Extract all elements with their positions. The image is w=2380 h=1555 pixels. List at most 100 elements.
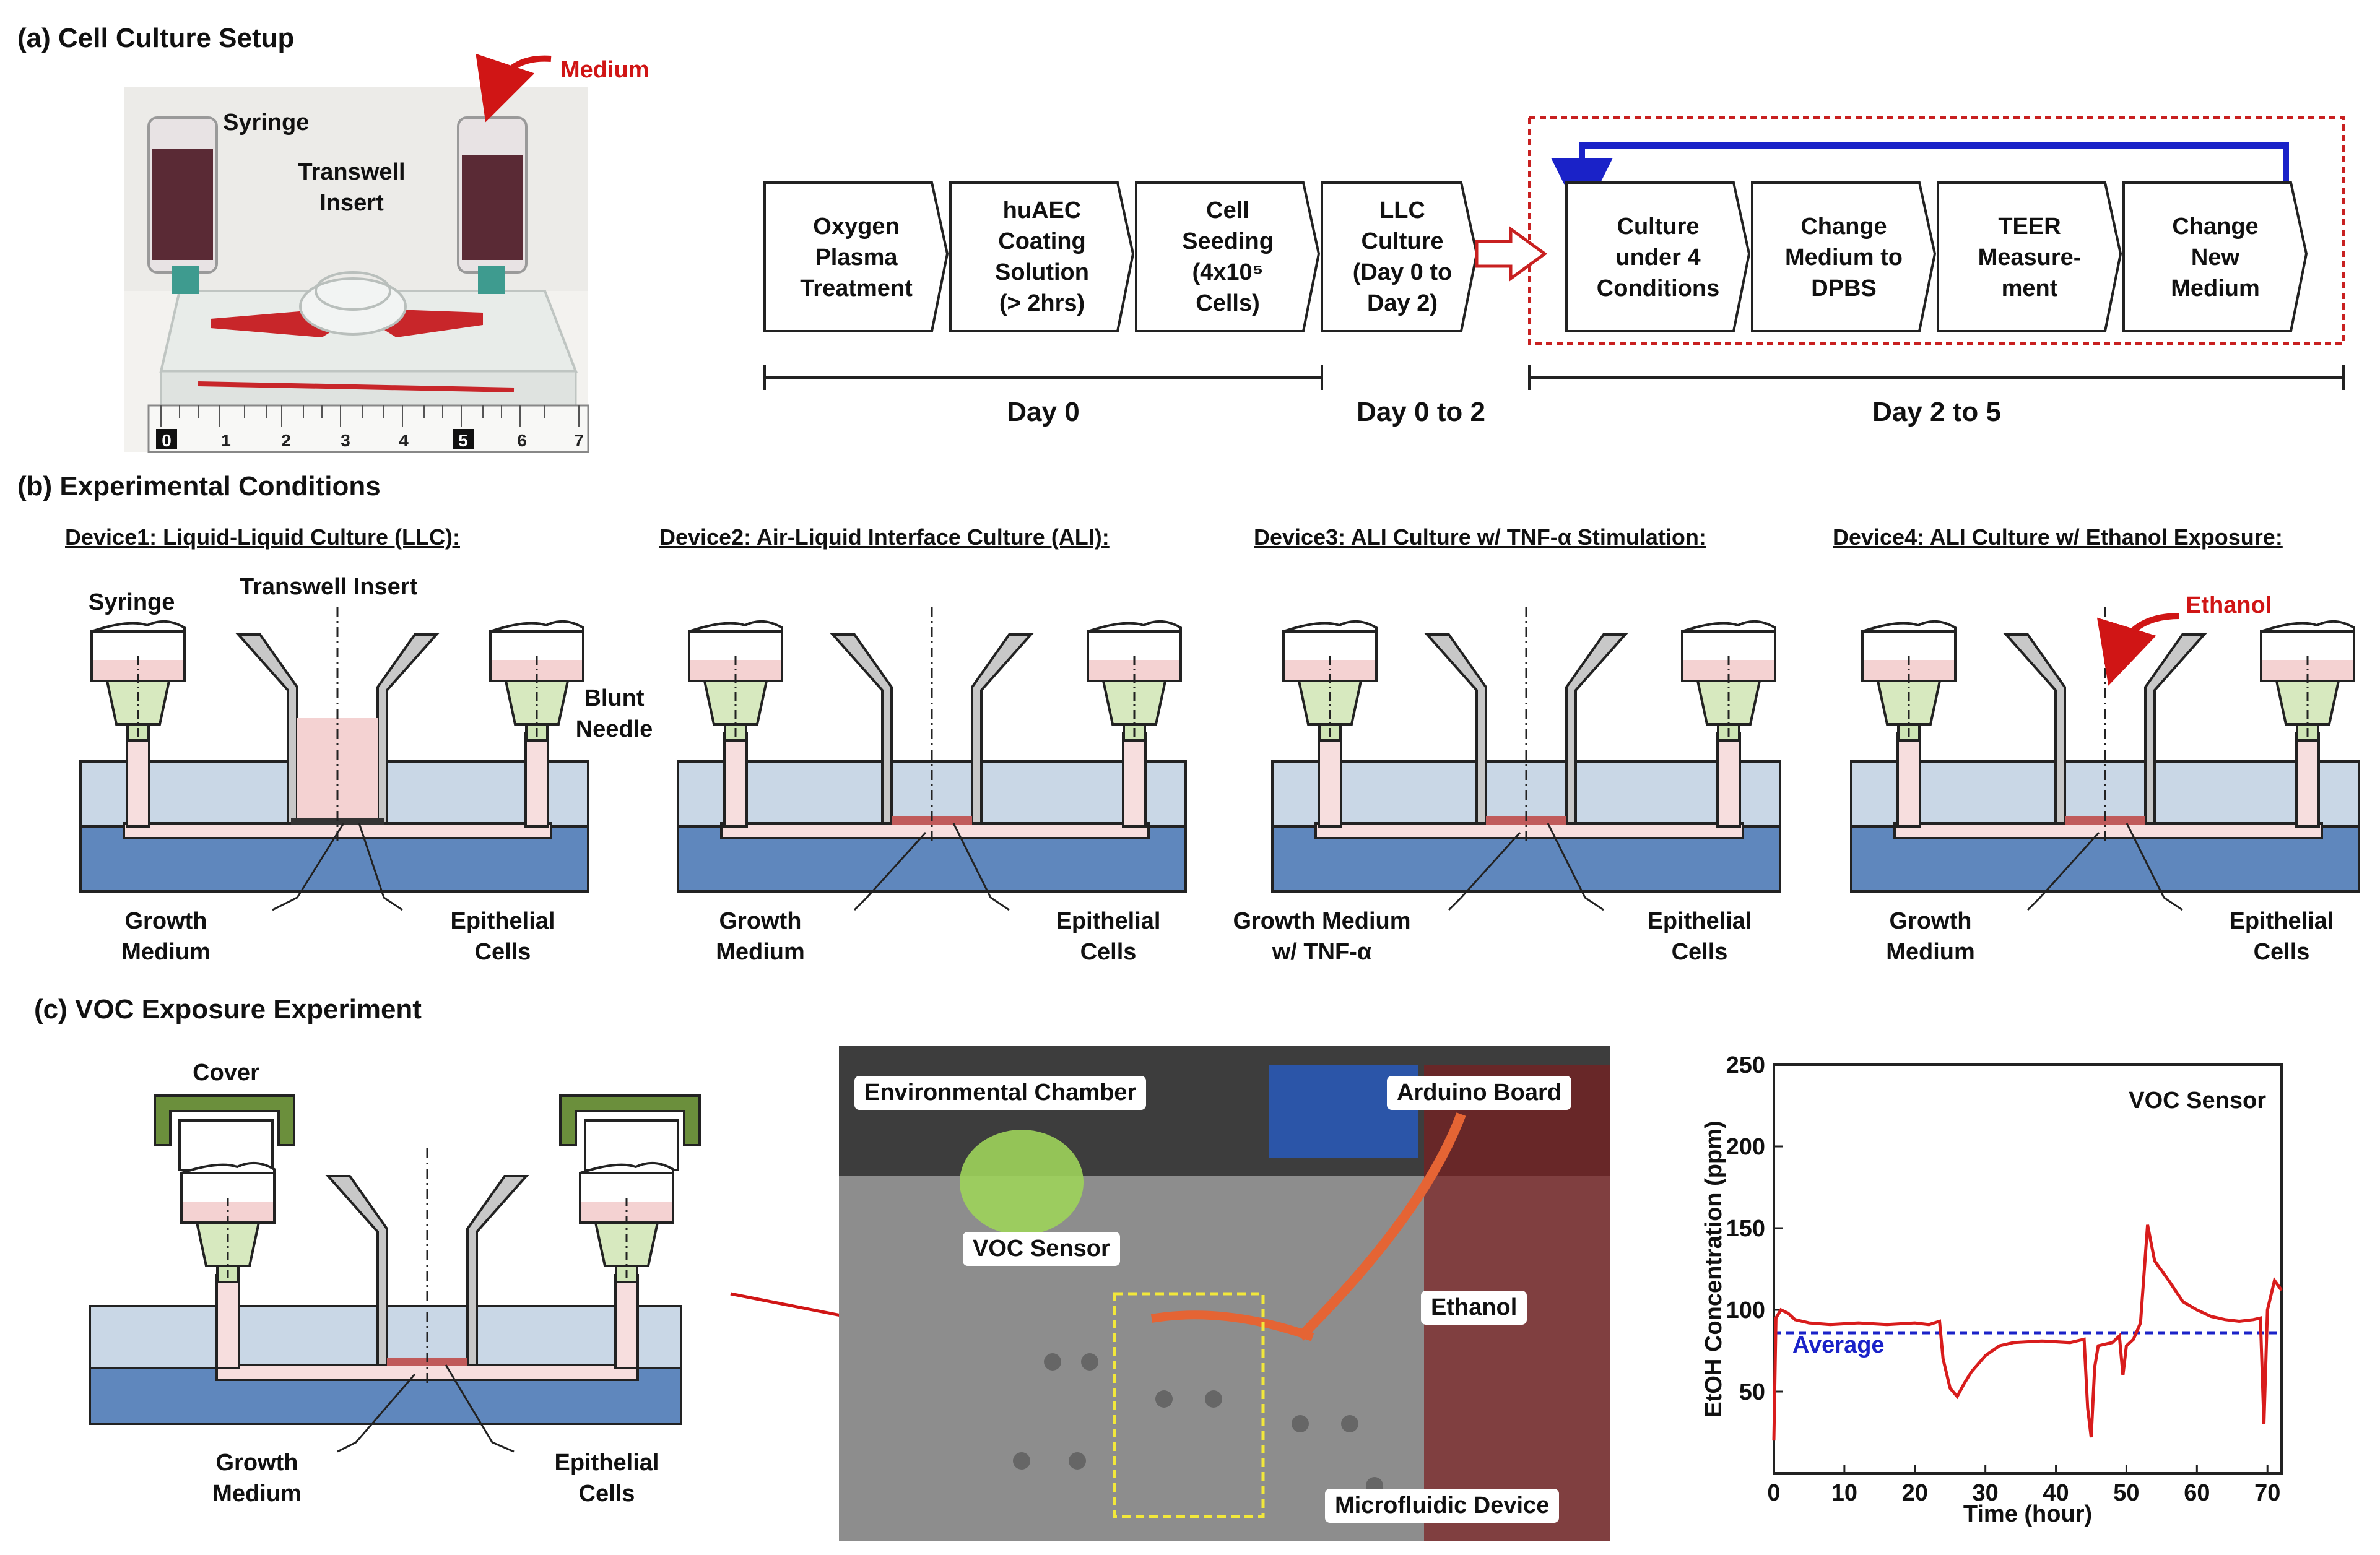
panel-b-title: (b) Experimental Conditions: [17, 471, 381, 501]
device-2-left-label-2: Medium: [716, 939, 805, 965]
step-2-line-2: Coating: [998, 228, 1085, 254]
protocol-flow: Oxygen Plasma Treatment huAEC Coating So…: [763, 116, 2345, 427]
device-2-left-label-1: Growth: [719, 908, 802, 934]
label-needle: Needle: [576, 716, 653, 742]
timeline-day0-2: Day 0 to 2: [1357, 397, 1485, 427]
device-4-left-label-1: Growth: [1890, 908, 1972, 934]
step-2-line-4: (> 2hrs): [999, 290, 1085, 316]
x-tick-label-3: 30: [1973, 1480, 1999, 1506]
chart-xlabel: Time (hour): [1963, 1501, 2092, 1527]
step-3-line-3: (4x10⁵: [1192, 259, 1263, 285]
flow-step-4: [1321, 181, 1479, 332]
step-7-line-1: TEER: [1998, 214, 2061, 240]
voc-right-label-2: Cells: [579, 1481, 635, 1507]
step-4-line-1: LLC: [1379, 197, 1425, 223]
step-8-line-2: New: [2191, 245, 2240, 271]
step-6-line-3: DPBS: [1811, 275, 1877, 301]
timeline-day0: Day 0: [1007, 397, 1079, 427]
device-3-heading: Device3: ALI Culture w/ TNF-α Stimulatio…: [1254, 524, 1706, 550]
label-cover: Cover: [193, 1060, 259, 1086]
step-6-line-2: Medium to: [1785, 245, 1903, 271]
step-3-line-4: Cells): [1196, 290, 1259, 316]
flow-step-3: [1135, 181, 1321, 332]
photo-label-syringe: Syringe: [223, 110, 309, 136]
photo-label-chamber: Environmental Chamber: [854, 1076, 1147, 1110]
device-2-heading: Device2: Air-Liquid Interface Culture (A…: [659, 524, 1110, 550]
device-1-left-label-2: Medium: [121, 939, 211, 965]
ruler-tick-0: 0: [162, 431, 172, 450]
device-3-diagram: [1271, 607, 1781, 911]
chart-annotation: VOC Sensor: [2129, 1088, 2266, 1114]
step-5-line-1: Culture: [1617, 214, 1700, 240]
transition-arrow-icon: [1475, 226, 1548, 282]
device-3-right-label-2: Cells: [1672, 939, 1728, 965]
device-2-right-label-1: Epithelial: [1056, 908, 1161, 934]
steps-bracket: [1528, 116, 2345, 345]
average-label: Average: [1792, 1332, 1885, 1358]
label-transwell-b: Transwell Insert: [240, 574, 418, 600]
device-4-right-label-1: Epithelial: [2230, 908, 2334, 934]
step-7-line-3: ment: [2002, 275, 2058, 301]
photo-label-insert: Insert: [319, 190, 384, 216]
y-tick-label-4: 250: [1726, 1052, 1765, 1078]
x-tick-label-6: 60: [2184, 1480, 2210, 1506]
flow-step-5: [1565, 181, 1751, 332]
device-4-right-label-2: Cells: [2254, 939, 2310, 965]
ruler-tick-2: 2: [281, 431, 291, 450]
x-tick-label-7: 70: [2254, 1480, 2280, 1506]
y-tick-label-3: 200: [1726, 1134, 1765, 1160]
plot-frame: [1773, 1063, 2283, 1475]
ruler-tick-6: 6: [517, 431, 527, 450]
x-tick-label-4: 40: [2043, 1480, 2069, 1506]
device-3-right-label-1: Epithelial: [1648, 908, 1752, 934]
series-line-voc: [1772, 1224, 2283, 1441]
device-1-left-label-1: Growth: [125, 908, 207, 934]
step-3-line-1: Cell: [1206, 197, 1249, 223]
y-tick-label-2: 150: [1726, 1216, 1765, 1242]
step-4-line-4: Day 2): [1367, 290, 1438, 316]
device-3-left-label-2: w/ TNF-α: [1272, 939, 1372, 965]
x-tick-label-2: 20: [1902, 1480, 1928, 1506]
step-2-line-3: Solution: [995, 259, 1089, 285]
ruler-tick-5: 5: [458, 431, 468, 450]
step-6-line-1: Change: [1800, 214, 1887, 240]
label-ethanol-b: Ethanol: [2186, 592, 2272, 618]
photo-label-ethanol: Ethanol: [1421, 1291, 1527, 1325]
device-4-left-label-2: Medium: [1886, 939, 1975, 965]
device-1-diagram: [79, 607, 589, 911]
x-tick-label-5: 50: [2113, 1480, 2139, 1506]
voc-left-label-1: Growth: [216, 1450, 298, 1476]
device-4-heading: Device4: ALI Culture w/ Ethanol Exposure…: [1833, 524, 2283, 550]
voc-device-diagram: [89, 1094, 701, 1453]
panel-a-title: (a) Cell Culture Setup: [17, 23, 294, 53]
timeline-day2-5: Day 2 to 5: [1872, 397, 2001, 427]
ruler-tick-4: 4: [399, 431, 409, 450]
panel-c-title: (c) VOC Exposure Experiment: [34, 994, 422, 1024]
flow-step-6: [1751, 181, 1937, 332]
device-1-heading: Device1: Liquid-Liquid Culture (LLC):: [65, 524, 460, 550]
photo-label-microfluidic: Microfluidic Device: [1325, 1489, 1560, 1523]
flow-step-1: [763, 181, 949, 332]
photo-label-voc-sensor: VOC Sensor: [963, 1232, 1120, 1266]
medium-arrow-icon: [476, 53, 552, 123]
step-3-line-2: Seeding: [1182, 228, 1274, 254]
step-8-line-1: Change: [2172, 214, 2258, 240]
step-2-line-1: huAEC: [1003, 197, 1082, 223]
device-1-right-label-2: Cells: [475, 939, 531, 965]
y-tick-label-0: 50: [1739, 1379, 1765, 1405]
x-tick-label-1: 10: [1831, 1480, 1857, 1506]
device-3-left-label-1: Growth Medium: [1233, 908, 1410, 934]
label-blunt: Blunt: [584, 685, 644, 711]
x-tick-label-0: 0: [1767, 1480, 1780, 1506]
label-syringe-b: Syringe: [89, 589, 175, 615]
step-4-line-2: Culture: [1362, 228, 1444, 254]
step-7-line-2: Measure-: [1978, 245, 2082, 271]
step-1-line-3: Treatment: [800, 275, 913, 301]
step-5-line-2: under 4: [1615, 245, 1700, 271]
device-2-diagram: [677, 607, 1187, 911]
voc-right-label-1: Epithelial: [555, 1450, 659, 1476]
photo-label-transwell: Transwell: [298, 159, 405, 185]
flow-step-7: [1937, 181, 2122, 332]
